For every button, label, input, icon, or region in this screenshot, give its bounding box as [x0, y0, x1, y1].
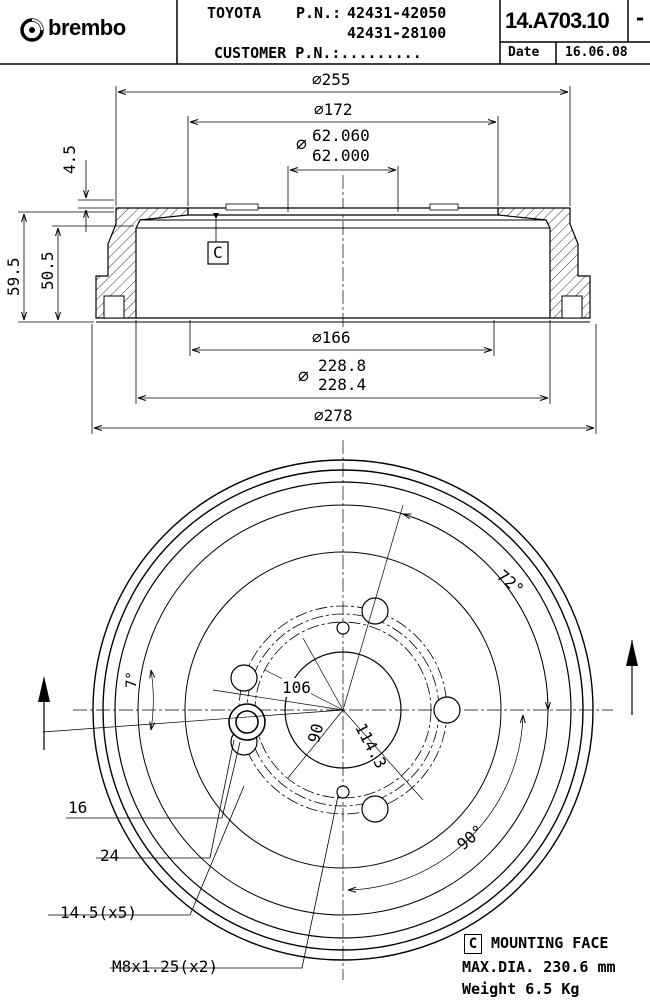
part-number-2: 42431-28100	[347, 24, 447, 42]
part-number-label: P.N.:	[296, 4, 342, 22]
dim-bore-min: 62.000	[312, 146, 370, 165]
angle-7: 7°	[124, 671, 140, 688]
dim-drum-max: 228.8	[318, 356, 367, 375]
legend-mounting-face: C MOUNTING FACE	[464, 934, 608, 954]
drawing-number: 14.A703.10	[505, 8, 610, 33]
date-value: 16.06.08	[565, 45, 628, 60]
dim-59-5: 59.5	[4, 257, 23, 296]
mounting-face-text: MOUNTING FACE	[491, 934, 609, 952]
dim-diameter-255: ⌀255	[312, 70, 351, 89]
section-view	[18, 86, 597, 434]
dim-4-5: 4.5	[60, 145, 79, 174]
datum-c-symbol: C	[464, 934, 482, 954]
dim-bore-max: 62.060	[312, 126, 370, 145]
customer-pn: CUSTOMER P.N.:.........	[214, 44, 422, 62]
title-block-frame	[0, 0, 650, 65]
diameter-symbol-icon: ⌀	[298, 366, 309, 387]
face-view	[38, 440, 638, 980]
date-label: Date	[508, 45, 540, 60]
dim-diameter-278: ⌀278	[314, 406, 353, 425]
callout-stud-holes: 14.5(x5)	[60, 903, 138, 922]
dim-50-5: 50.5	[38, 251, 57, 290]
pcd-106: 106	[282, 678, 311, 697]
dim-drum-min: 228.4	[318, 375, 367, 394]
diameter-symbol-icon: ⌀	[296, 134, 307, 155]
weight-text: Weight 6.5 Kg	[462, 980, 580, 998]
brembo-logo-icon	[20, 18, 44, 42]
vehicle-make: TOYOTA	[207, 4, 262, 22]
callout-m8-holes: M8x1.25(x2)	[112, 957, 218, 976]
dim-diameter-166: ⌀166	[312, 328, 351, 347]
callout-16: 16	[68, 798, 88, 817]
max-diameter-text: MAX.DIA. 230.6 mm	[462, 958, 616, 976]
hub-plate	[187, 207, 499, 216]
revision: -	[634, 6, 647, 30]
callout-24: 24	[100, 846, 120, 865]
part-number-1: 42431-42050	[347, 4, 447, 22]
brand-name: brembo	[48, 15, 126, 40]
datum-c-label: C	[213, 243, 223, 262]
dim-diameter-172: ⌀172	[314, 100, 353, 119]
